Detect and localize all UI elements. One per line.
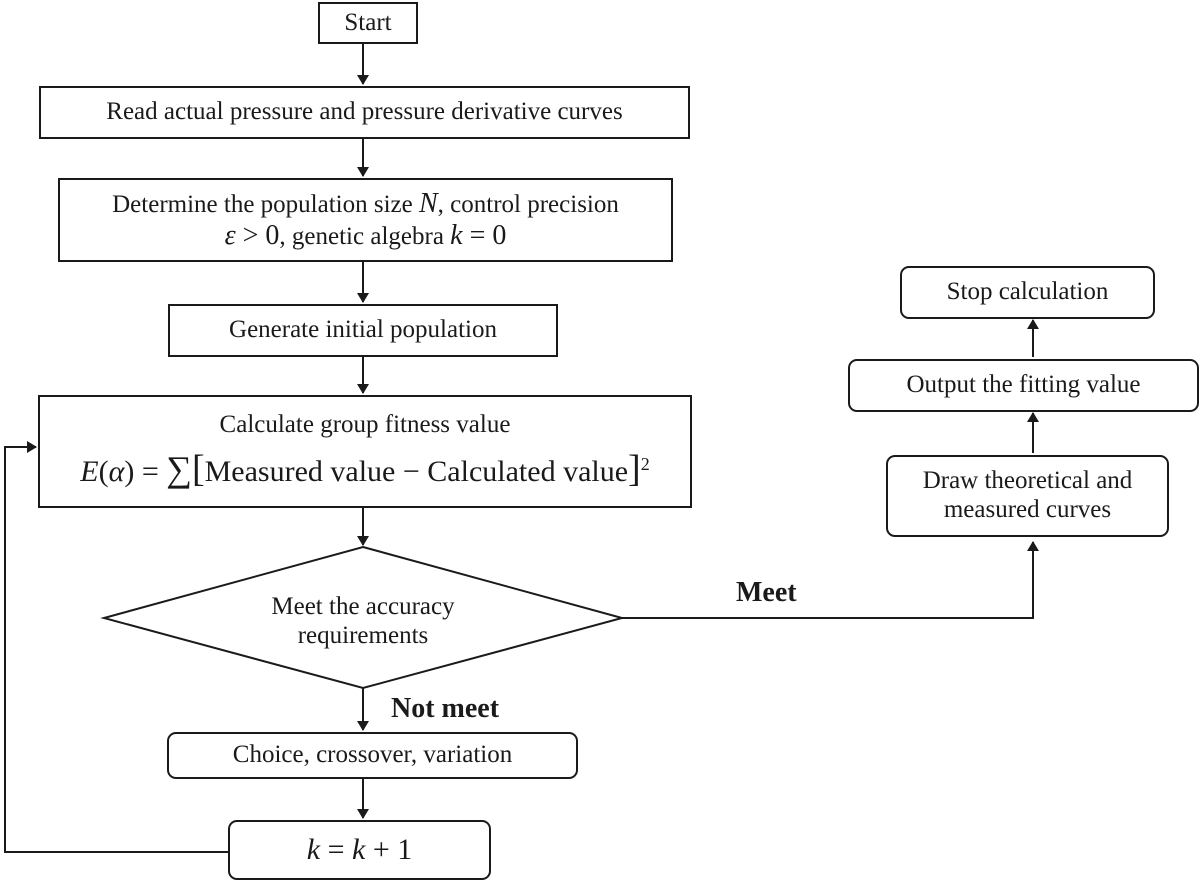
read-label: Read actual pressure and pressure deriva… [106,98,623,126]
epsilon-symbol: ε [224,220,236,251]
k-symbol: k [450,220,463,251]
read-box: Read actual pressure and pressure deriva… [39,86,690,139]
fitness-box: Calculate group fitness value E(α) = ∑[M… [38,395,692,508]
stop-label: Stop calculation [946,278,1109,306]
output-box: Output the fitting value [848,359,1199,412]
meet-line [622,541,1039,619]
determine-line-2: ε > 0, genetic algebra k = 0 [224,220,507,251]
start-label: Start [344,8,392,36]
fitness-title: Calculate group fitness value [219,411,511,439]
meet-label: Meet [736,577,797,608]
decision-diamond [100,545,626,690]
start-box: Start [318,2,418,44]
determine-box: Determine the population size N, control… [58,178,673,262]
choice-label: Choice, crossover, variation [232,741,513,769]
decision-text: Meet the accuracy requirements [271,593,455,649]
fitness-formula: E(α) = ∑[Measured value − Calculated val… [80,448,650,491]
population-size-symbol: N [418,187,438,219]
draw-box: Draw theoretical and measured curves [886,455,1169,537]
increment-formula: k = k + 1 [306,832,413,866]
loop-back-line [4,441,228,853]
not-meet-label: Not meet [391,693,500,724]
choice-box: Choice, crossover, variation [167,732,578,779]
stop-box: Stop calculation [900,266,1155,319]
output-label: Output the fitting value [906,371,1141,399]
generate-label: Generate initial population [229,316,497,344]
sum-symbol: ∑ [166,449,192,490]
determine-line-1: Determine the population size N, control… [112,187,619,219]
increment-box: k = k + 1 [228,820,491,880]
generate-box: Generate initial population [168,304,558,357]
